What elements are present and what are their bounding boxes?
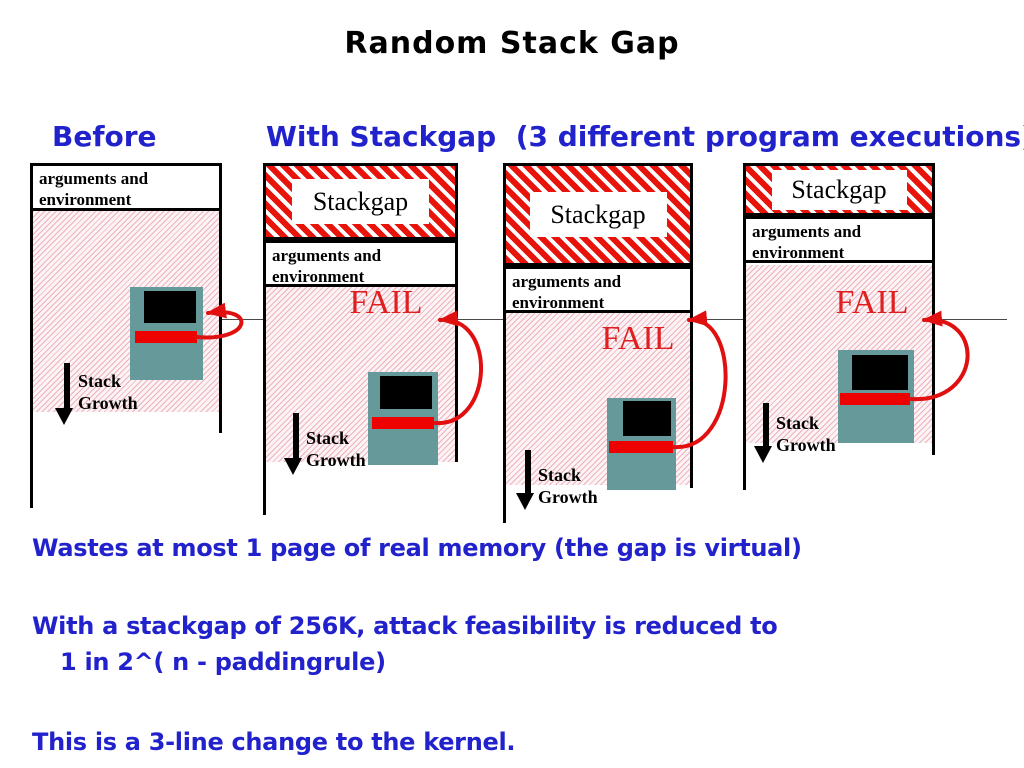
stack-growth-arrow bbox=[64, 363, 70, 409]
note-attack-feasibility: With a stackgap of 256K, attack feasibil… bbox=[32, 612, 778, 640]
column-border-left bbox=[503, 163, 506, 523]
fail-label: FAIL bbox=[601, 320, 675, 357]
terminal-screen-icon bbox=[380, 376, 432, 409]
overwritten-return-address-bar bbox=[372, 417, 434, 429]
terminal-icon bbox=[607, 398, 676, 490]
column-border-left bbox=[743, 163, 746, 490]
stack-growth-arrow bbox=[763, 403, 769, 447]
stackgap-label: Stackgap bbox=[771, 169, 907, 210]
stack-growth-label: Stack Growth bbox=[538, 465, 598, 507]
stack-growth-label: Stack Growth bbox=[78, 371, 138, 413]
stack-growth-arrow bbox=[293, 413, 299, 459]
stack-growth-arrowhead-icon bbox=[516, 493, 534, 510]
stackgap-box: Stackgap bbox=[743, 163, 935, 216]
overwritten-return-address-bar bbox=[840, 393, 910, 405]
stack-region bbox=[33, 211, 219, 412]
column-border-right bbox=[932, 163, 935, 455]
stackgap-box: Stackgap bbox=[503, 163, 693, 266]
stackgap-box: Stackgap bbox=[263, 163, 458, 240]
stack-growth-arrowhead-icon bbox=[754, 446, 772, 463]
overwritten-return-address-bar bbox=[135, 331, 197, 343]
terminal-screen-icon bbox=[623, 401, 671, 436]
terminal-icon bbox=[130, 287, 203, 380]
terminal-icon bbox=[838, 350, 914, 443]
with-stackgap-heading: With Stackgap (3 different program execu… bbox=[266, 120, 1024, 153]
terminal-icon bbox=[368, 372, 438, 465]
terminal-screen-icon bbox=[144, 291, 196, 323]
arguments-environment-box: arguments and environment bbox=[503, 266, 693, 313]
stack-growth-arrowhead-icon bbox=[284, 458, 302, 475]
stack-growth-arrowhead-icon bbox=[55, 408, 73, 425]
stack-growth-arrow bbox=[525, 450, 531, 494]
overwritten-return-address-bar bbox=[609, 441, 673, 453]
stack-growth-label: Stack Growth bbox=[306, 428, 366, 470]
fail-label: FAIL bbox=[349, 284, 423, 321]
stack-growth-label: Stack Growth bbox=[776, 413, 836, 455]
fail-label: FAIL bbox=[835, 284, 909, 321]
column-border-left bbox=[30, 163, 33, 508]
column-border-left bbox=[263, 163, 266, 515]
terminal-screen-icon bbox=[852, 355, 908, 390]
stackgap-label: Stackgap bbox=[529, 192, 667, 237]
arguments-environment-box: arguments and environment bbox=[263, 240, 458, 287]
slide-title: Random Stack Gap bbox=[344, 26, 680, 61]
arguments-environment-box: arguments and environment bbox=[743, 216, 935, 263]
note-feasibility-formula: 1 in 2^( n - paddingrule) bbox=[60, 648, 386, 676]
before-heading: Before bbox=[52, 120, 157, 153]
stackgap-label: Stackgap bbox=[292, 179, 429, 224]
note-wastes-memory: Wastes at most 1 page of real memory (th… bbox=[32, 534, 802, 562]
note-kernel-change: This is a 3-line change to the kernel. bbox=[32, 728, 516, 756]
column-border-right bbox=[219, 163, 222, 433]
arguments-environment-box: arguments and environment bbox=[30, 163, 222, 211]
